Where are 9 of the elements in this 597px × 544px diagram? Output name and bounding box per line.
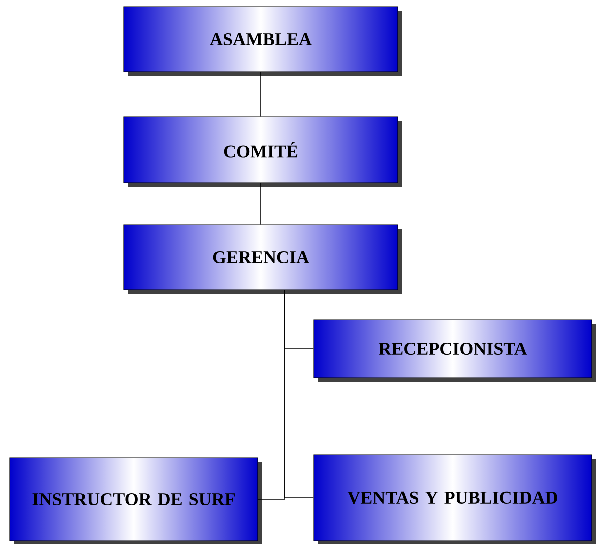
org-box: COMITÉ bbox=[124, 116, 402, 187]
connector-line bbox=[260, 72, 262, 118]
org-box: GERENCIA bbox=[124, 224, 402, 294]
connector-line bbox=[284, 290, 314, 498]
org-box: VENTAS Y PUBLICIDAD bbox=[314, 454, 596, 544]
org-box: INSTRUCTOR DE SURF bbox=[10, 458, 262, 544]
org-box: ASAMBLEA bbox=[124, 6, 402, 76]
connector-line bbox=[260, 182, 262, 226]
org-box: RECEPCIONISTA bbox=[314, 320, 596, 382]
